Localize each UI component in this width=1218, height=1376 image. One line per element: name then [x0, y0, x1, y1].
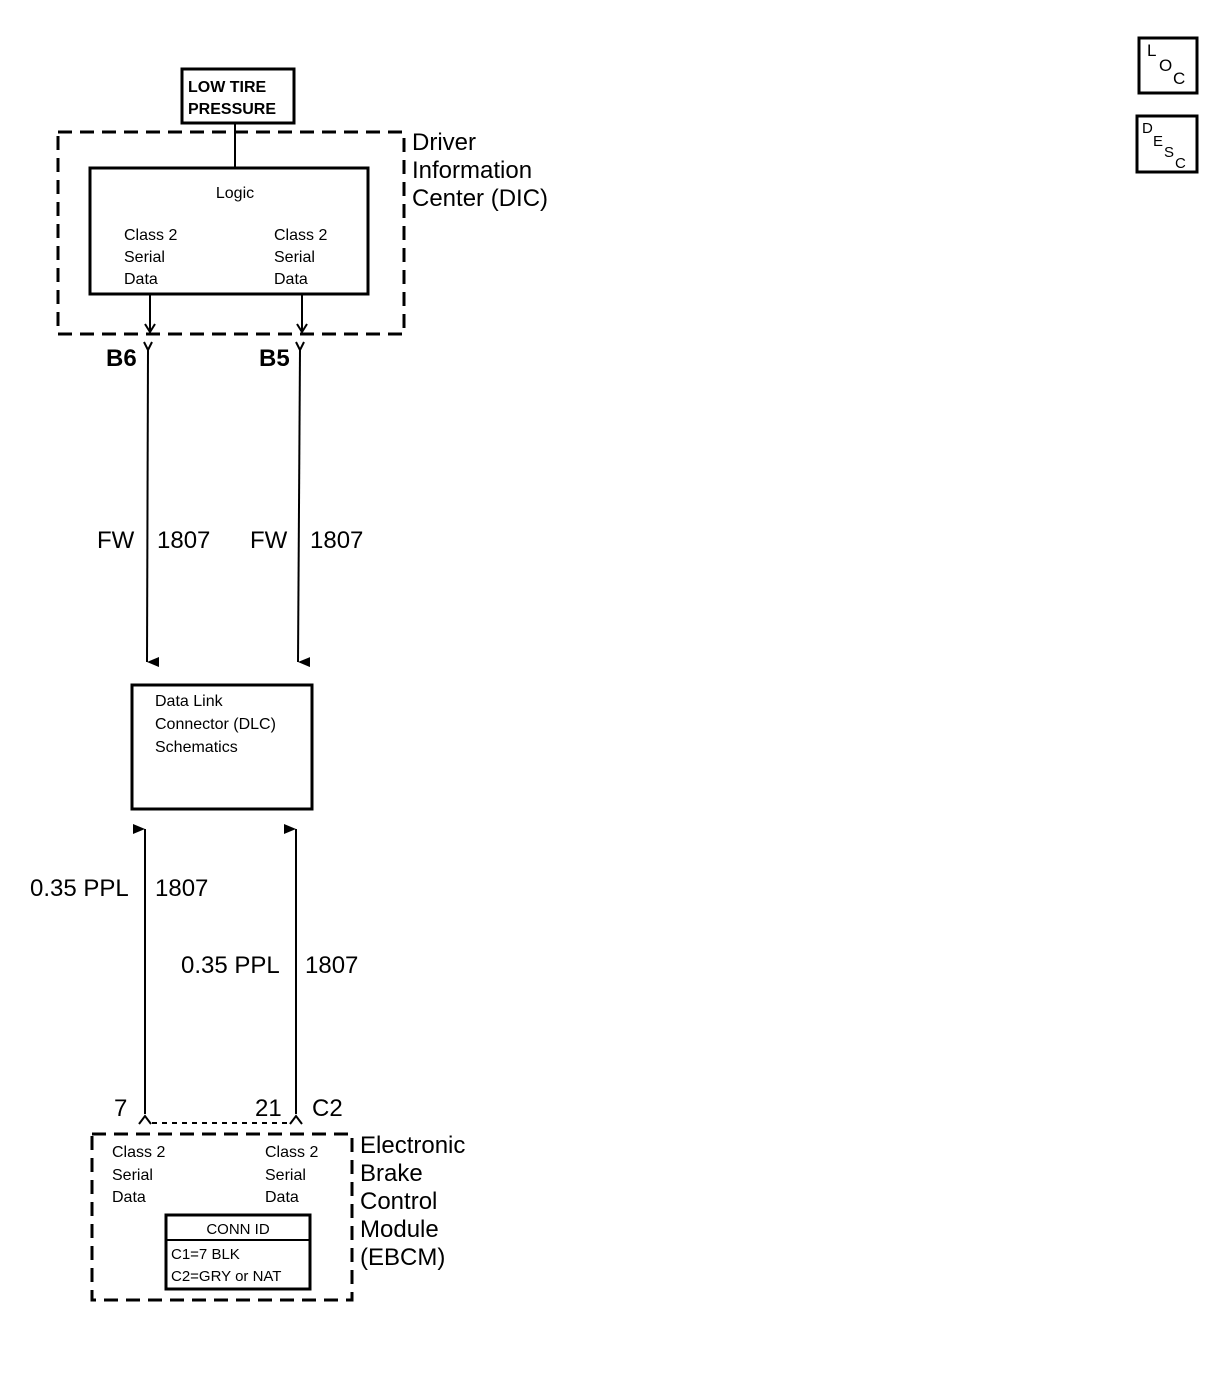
pin-label-7: 7 — [114, 1095, 127, 1122]
ebcm-right-port-line-1: Class 2 — [265, 1144, 318, 1161]
upper-left-wire-color: FW — [97, 527, 135, 554]
dic-right-port-line-1: Class 2 — [274, 227, 327, 244]
desc-button[interactable]: D E S C — [1135, 114, 1199, 174]
pin-label-b5: B5 — [259, 345, 290, 372]
dic-left-port-line-3: Data — [124, 271, 158, 288]
dic-right-port-line-2: Serial — [274, 249, 315, 266]
ebcm-right-port-line-3: Data — [265, 1189, 299, 1206]
low-tire-pressure-indicator: LOW TIRE PRESSURE — [180, 67, 296, 125]
dic-title: Driver Information Center (DIC) — [412, 129, 548, 212]
connector-pin-b5 — [295, 341, 305, 353]
dic-left-port-line-2: Serial — [124, 249, 165, 266]
ebcm-boundary — [90, 1132, 354, 1302]
desc-letter-c: C — [1175, 155, 1186, 172]
dic-logic-box — [88, 166, 370, 296]
pin-label-b6: B6 — [106, 345, 137, 372]
dic-right-port-label: Class 2 Serial Data — [274, 227, 327, 288]
ebcm-title-line-1: Electronic — [360, 1132, 465, 1159]
ebcm-left-port-label: Class 2 Serial Data — [112, 1144, 165, 1206]
ebcm-title-line-3: Control — [360, 1188, 437, 1215]
lower-right-wire-color: 0.35 PPL — [181, 952, 280, 979]
conn-id-table: CONN ID C1=7 BLK C2=GRY or NAT — [164, 1213, 312, 1291]
pin-label-21: 21 — [255, 1095, 282, 1122]
upper-right-wire-color: FW — [250, 527, 288, 554]
conn-id-row-2: C2=GRY or NAT — [171, 1268, 281, 1285]
desc-letter-e: E — [1153, 133, 1163, 150]
ebcm-title-line-5: (EBCM) — [360, 1244, 445, 1271]
connector-label-c2: C2 — [312, 1095, 343, 1122]
upper-wire-left — [146, 349, 160, 668]
lower-right-wire-circuit: 1807 — [305, 952, 358, 979]
connector-pin-b6 — [143, 341, 153, 353]
ebcm-left-port-line-2: Serial — [112, 1167, 153, 1184]
connector-pin-7 — [138, 1114, 152, 1125]
conn-id-title: CONN ID — [206, 1221, 270, 1238]
loc-letter-o: O — [1159, 56, 1172, 75]
lower-left-wire-color: 0.35 PPL — [30, 875, 129, 902]
ebcm-left-port-line-3: Data — [112, 1189, 146, 1206]
dic-title-line-3: Center (DIC) — [412, 185, 548, 212]
ebcm-right-port-line-2: Serial — [265, 1167, 306, 1184]
dic-left-port-line-1: Class 2 — [124, 227, 177, 244]
upper-right-wire-circuit: 1807 — [310, 527, 363, 554]
ebcm-title-line-2: Brake — [360, 1160, 423, 1187]
loc-letter-l: L — [1147, 41, 1156, 60]
dic-terminal-left — [144, 294, 156, 334]
dlc-label: Data Link Connector (DLC) Schematics — [155, 693, 276, 756]
desc-letter-s: S — [1164, 144, 1174, 161]
dic-title-line-2: Information — [412, 157, 532, 184]
upper-left-wire-circuit: 1807 — [157, 527, 210, 554]
upper-wire-right — [297, 349, 311, 668]
loc-button[interactable]: L O C — [1137, 36, 1199, 95]
connector-pin-21 — [289, 1114, 303, 1125]
dic-left-port-label: Class 2 Serial Data — [124, 227, 177, 288]
indicator-line-1: LOW TIRE — [188, 79, 267, 96]
loc-letter-c: C — [1173, 69, 1185, 88]
lower-left-wire-circuit: 1807 — [155, 875, 208, 902]
dic-boundary — [56, 130, 406, 336]
dlc-label-line-2: Connector (DLC) — [155, 716, 276, 733]
dic-right-port-line-3: Data — [274, 271, 308, 288]
dlc-label-line-1: Data Link — [155, 693, 224, 710]
ebcm-title-line-4: Module — [360, 1216, 439, 1243]
desc-letter-d: D — [1142, 120, 1153, 137]
dlc-label-line-3: Schematics — [155, 739, 238, 756]
ebcm-left-port-line-1: Class 2 — [112, 1144, 165, 1161]
dlc-box — [130, 683, 314, 811]
dic-terminal-right — [296, 294, 308, 334]
dic-title-line-1: Driver — [412, 129, 476, 156]
conn-id-row-1: C1=7 BLK — [171, 1246, 240, 1263]
dic-logic-label: Logic — [216, 185, 254, 202]
ebcm-right-port-label: Class 2 Serial Data — [265, 1144, 318, 1206]
indicator-line-2: PRESSURE — [188, 101, 276, 118]
ebcm-title: Electronic Brake Control Module (EBCM) — [360, 1132, 465, 1271]
